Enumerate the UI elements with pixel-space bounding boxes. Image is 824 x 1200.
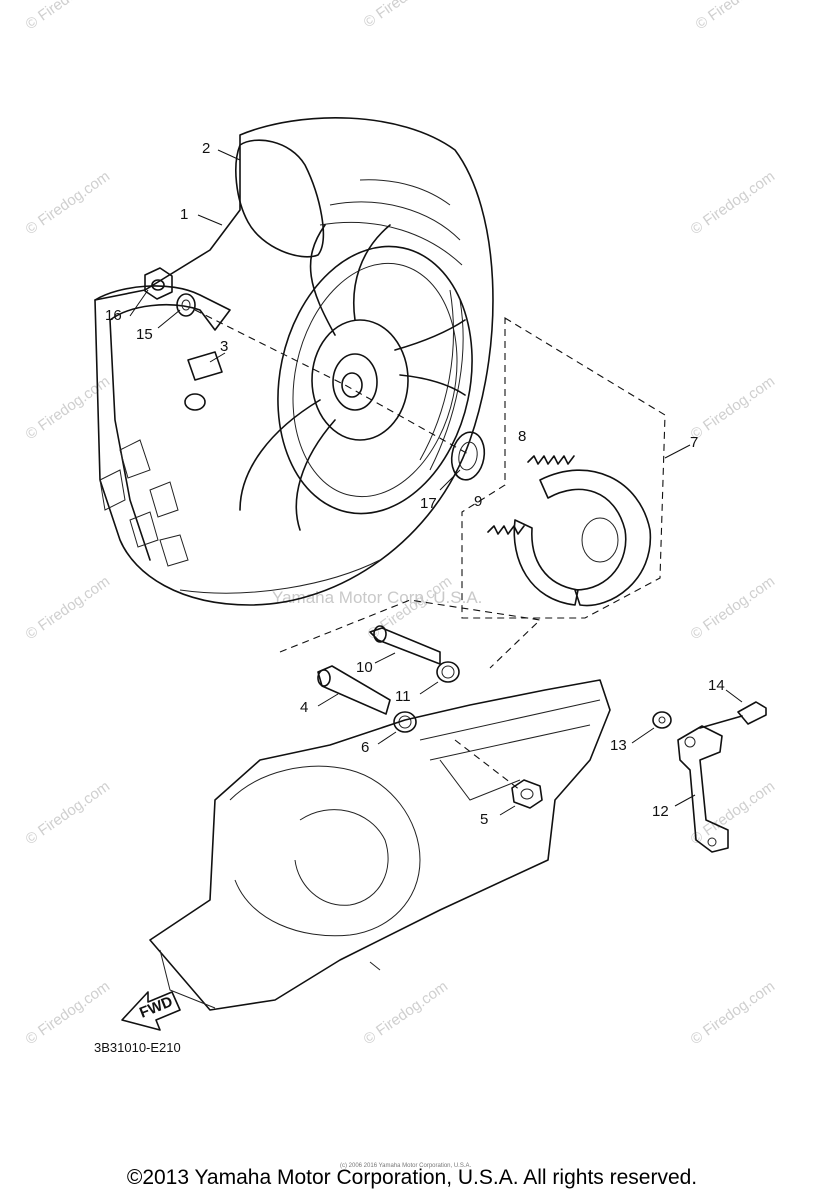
watermark-text: © Firedog.com — [693, 0, 784, 33]
watermark-text: © Firedog.com — [361, 0, 452, 31]
callout-14: 14 — [708, 677, 725, 694]
axle-nut-part — [454, 739, 543, 816]
watermark-text: © Firedog.com — [361, 978, 452, 1048]
callout-15: 15 — [136, 326, 153, 343]
watermark-center-text: Yamaha Motor Corp, U.S.A. — [272, 588, 482, 607]
brake-camshaft-parts — [279, 599, 542, 745]
watermark-text: © Firedog.com — [688, 573, 779, 643]
callout-16: 16 — [105, 307, 122, 324]
callout-3: 3 — [220, 338, 228, 355]
watermark-layer: © Firedog.com © Firedog.com © Firedog.co… — [23, 0, 784, 1048]
callout-10: 10 — [356, 659, 373, 676]
callout-1: 1 — [180, 206, 188, 223]
watermark-text: © Firedog.com — [365, 573, 456, 643]
crankcase-housing — [149, 679, 611, 1011]
diagram-code: 3B31010-E210 — [94, 1040, 181, 1055]
callout-labels: 1 2 3 4 5 6 7 8 9 10 11 12 13 14 15 16 1… — [105, 140, 725, 828]
tiny-copyright-notice: (c) 2006 2016 Yamaha Motor Corporation, … — [340, 1163, 472, 1169]
callout-2: 2 — [202, 140, 210, 157]
callout-7: 7 — [690, 434, 698, 451]
copyright-notice: ©2013 Yamaha Motor Corporation, U.S.A. A… — [126, 1166, 698, 1189]
brake-arm-assembly — [631, 689, 767, 853]
forward-arrow-indicator: FWD — [121, 991, 181, 1031]
brake-shoe-kit — [461, 317, 691, 619]
callout-8: 8 — [518, 428, 526, 445]
callout-6: 6 — [361, 739, 369, 756]
watermark-text: © Firedog.com — [688, 778, 779, 848]
rear-wheel-assembly — [94, 116, 494, 606]
callout-4: 4 — [300, 699, 308, 716]
exploded-parts-diagram: © Firedog.com © Firedog.com © Firedog.co… — [23, 0, 784, 1048]
callout-11: 11 — [395, 688, 411, 705]
watermark-text: © Firedog.com — [688, 168, 779, 238]
callout-5: 5 — [480, 811, 488, 828]
watermark-text: © Firedog.com — [23, 778, 114, 848]
callout-9: 9 — [474, 493, 482, 510]
watermark-text: © Firedog.com — [23, 0, 114, 33]
watermark-text: © Firedog.com — [23, 573, 114, 643]
watermark-text: © Firedog.com — [23, 168, 114, 238]
watermark-text: © Firedog.com — [688, 978, 779, 1048]
watermark-text: © Firedog.com — [23, 978, 114, 1048]
watermark-text: © Firedog.com — [688, 373, 779, 443]
callout-13: 13 — [610, 737, 627, 754]
callout-12: 12 — [652, 803, 669, 820]
callout-17: 17 — [420, 495, 437, 512]
